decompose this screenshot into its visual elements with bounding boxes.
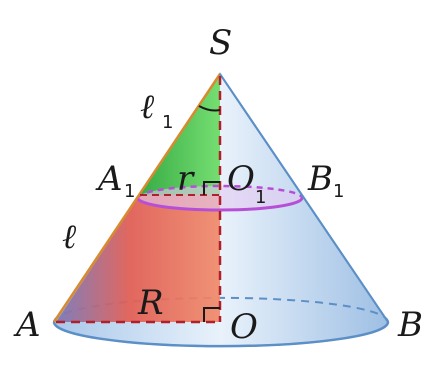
label-O1: O	[227, 159, 255, 199]
label-l: ℓ	[62, 217, 76, 257]
label-B1: B	[307, 159, 333, 199]
base-ellipse-back	[53, 296, 389, 323]
section-ellipse-back	[136, 184, 304, 199]
label-R: R	[137, 283, 164, 323]
right-angle-O1	[203, 181, 220, 195]
label-B: B	[397, 305, 423, 345]
label-O: O	[230, 307, 258, 347]
label-O1-sub: 1	[255, 187, 266, 208]
label-A1-sub: 1	[124, 181, 135, 202]
label-S: S	[209, 23, 232, 63]
label-A1: A	[95, 159, 123, 199]
label-l1: ℓ	[140, 87, 154, 127]
slant-edge-right	[219, 73, 389, 323]
section-ellipse-front	[136, 197, 304, 212]
axial-trapezoid	[56, 195, 220, 322]
label-B1-sub: 1	[333, 181, 344, 202]
label-l1-sub: 1	[162, 112, 173, 133]
label-A: A	[13, 305, 41, 345]
base-ellipse-front	[52, 321, 390, 348]
label-r: r	[177, 159, 195, 199]
right-angle-O	[203, 307, 220, 322]
slant-edge-left	[52, 73, 222, 323]
apex-angle-arc	[198, 105, 221, 112]
